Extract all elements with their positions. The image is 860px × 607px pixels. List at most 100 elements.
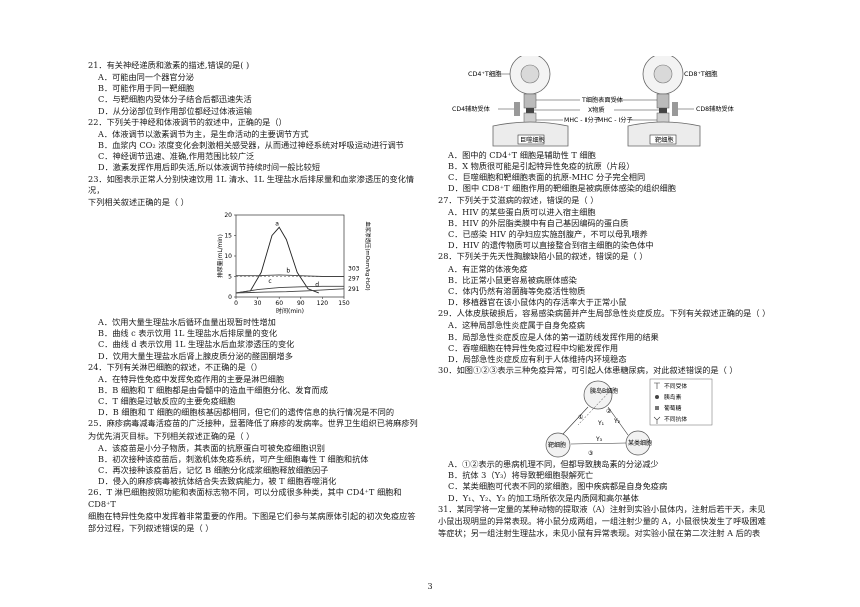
option-d: D．移植器官在该小鼠体内的存活率大于正常小鼠 (448, 297, 627, 308)
option-b: B．局部急性炎症反应是人体的第一道防线发挥作用的结果 (448, 331, 659, 342)
option-c: C．某类细胞可代表不同的浆细胞，图中疾病都是自身免疫病 (448, 481, 668, 492)
series-line-d (235, 288, 345, 294)
option-d: D．图中 CD8⁺T 细胞作用的靶细胞是被病原体感染的组织细胞 (448, 183, 676, 194)
right-column: CD4⁺T细胞 CD8⁺T细胞 T细胞表面受体 X物质 CD4辅助受体 CD8辅… (438, 56, 771, 540)
question-stem-line2: 下列相关叙述正确的是（ ） (88, 196, 189, 207)
question-26-options: A．图中的 CD4⁺T 细胞是辅助性 T 细胞 B．X 物质很可能是引起特异性免… (438, 150, 768, 195)
mhc1-label: MHC - Ⅰ分子 (598, 116, 633, 124)
option-a: A．体液调节以激素调节为主，是生命活动的主要调节方式 (98, 128, 309, 139)
question-stem-line1: 23．如图表示正常人分别快速饮用 1L 清水、1L 生理盐水后排尿量和血浆渗透压… (88, 173, 415, 195)
question-stem: 27．下列关于艾滋病的叙述，错误的是（ ） (438, 194, 599, 205)
x-axis-label: 时间(min) (276, 307, 304, 315)
question-stem: 29．人体皮肤破损后，容易感染病菌并产生局部急性炎症反应。下列有关叙述正确的是（… (438, 308, 771, 319)
antibody-icon (653, 416, 661, 425)
diabetes-immune-diagram: 胰岛B细胞 靶细胞 某类细胞 Y₁ Y₂ Y₃ ① ② ③ 不同受体 胰岛素 葡… (545, 378, 713, 458)
option-c: C．T 细胞是过敏反应的主要免疫细胞 (98, 396, 236, 407)
question-27: 27．下列关于艾滋病的叙述，错误的是（ ） A．HIV 的某些蛋白质可以进入宿主… (438, 195, 768, 252)
question-22: 22．下列关于神经和体液调节的叙述中，正确的是（） A．体液调节以激素调节为主，… (88, 117, 418, 174)
option-d: D．从分泌部位到作用部位都经过体液运输 (98, 105, 252, 116)
question-29: 29．人体皮肤破损后，容易感染病菌并产生局部急性炎症反应。下列有关叙述正确的是（… (438, 308, 771, 365)
insulin-icon (655, 395, 659, 400)
option-d: D．HIV 的遗传物质可以直接整合到宿主细胞的染色体中 (448, 240, 654, 251)
series-label-a: a (275, 220, 279, 227)
x-tick-label: 120 (317, 300, 329, 307)
target-cell-shape (627, 121, 701, 147)
cd8-coreceptor-shape (672, 102, 678, 116)
question-26-stem: 26．T 淋巴细胞按照功能和表面标志物不同，可以分成很多种类，其中 CD4⁺T … (88, 487, 418, 534)
question-28: 28．下列关于先天性胸腺缺陷小鼠的叙述，错误的是（ ） A．有正常的体液免疫 B… (438, 251, 768, 308)
cd4-cell-label: CD4⁺T细胞 (468, 69, 502, 78)
x-substance-shape-2 (659, 108, 667, 113)
glucose-icon (655, 406, 659, 411)
option-a: A．在特异性免疫中发挥免疫作用的主要是淋巴细胞 (98, 373, 285, 384)
y3-label: Y₃ (595, 436, 603, 443)
cd8-cell-label: CD8⁺T细胞 (684, 69, 718, 78)
option-c: C．再次接种该疫苗后，记忆 B 细胞分化成浆细胞释放细胞因子 (98, 465, 329, 476)
x-tick-label: 30 (254, 300, 262, 307)
y-right-axis-label: 血浆渗透压(mOsm/kg·H₂O) (364, 221, 372, 290)
option-a: A．这种局部急性炎症属于自身免疫病 (448, 320, 585, 331)
option-c: C．曲线 d 表示饮用 1L 生理盐水后血浆渗透压的变化 (98, 339, 295, 350)
option-c: C．与靶细胞内受体分子结合后都迅速失活 (98, 94, 252, 105)
question-stem-line1: 25．麻疹病毒减毒活疫苗的广泛接种，显著降低了麻疹的发病率。世界卫生组织已将麻疹… (88, 418, 418, 429)
y2-label: Y₂ (613, 418, 621, 425)
arrow-line (607, 406, 629, 436)
x-tick-label: 60 (275, 300, 283, 307)
x-substance-label: X物质 (588, 106, 605, 114)
option-a: A．该疫苗是小分子物质，其表面的抗原蛋白可被免疫细胞识别 (98, 442, 325, 453)
mhc2-label: MHC - Ⅱ分子 (564, 116, 600, 124)
arrow-line (562, 406, 589, 435)
arrow-line (577, 390, 611, 426)
right-tick-label: 297 (348, 276, 360, 283)
left-column: 21．有关神经递质和激素的描述,错误的是( ) A．可能由同一个器官分泌 B．可… (88, 60, 418, 535)
legend-antibody: 不同抗体 (664, 415, 687, 423)
y-tick-label: 5 (228, 274, 232, 281)
marker-2: ② (606, 408, 612, 415)
question-stem-line2: 为优先消灭目标。下列相关叙述正确的是（ ） (88, 430, 255, 441)
right-tick-label: 303 (348, 265, 360, 272)
y-tick-label: 10 (224, 253, 232, 260)
series-line-a (235, 226, 319, 294)
question-stem-line1: 26．T 淋巴细胞按照功能和表面标志物不同，可以分成很多种类，其中 CD4⁺T … (88, 487, 402, 509)
question-30: 30．如图①②③表示三种免疫异常，可引起人体患糖尿病，对此叙述错误的是（ ） 胰… (438, 365, 768, 504)
series-label-d: d (315, 281, 319, 288)
option-c: C．已感染 HIV 的孕妇应实施剖腹产，不可以母乳喂养 (448, 229, 648, 240)
marker-1: ① (578, 414, 583, 421)
tcr-label: T细胞表面受体 (581, 96, 624, 104)
receptor-icon (654, 382, 660, 390)
series-label-b: b (286, 267, 290, 274)
target-cell-shape (545, 432, 571, 458)
question-25: 25．麻疹病毒减毒活疫苗的广泛接种，显著降低了麻疹的发病率。世界卫生组织已将麻疹… (88, 418, 418, 487)
option-b: B．曲线 c 表示饮用 1L 生理盐水后排尿量的变化 (98, 328, 278, 339)
macrophage-shape (492, 121, 569, 147)
x-tick-label: 90 (297, 300, 305, 307)
macrophage-label-box (517, 134, 545, 145)
question-23: 23．如图表示正常人分别快速饮用 1L 清水、1L 生理盐水后排尿量和血浆渗透压… (88, 174, 418, 362)
question-stem-line2: 小鼠出现明显的异常表现。将小鼠分成两组，一组注射少量的 A，小鼠很快发生了呼吸困… (438, 515, 766, 526)
x-substance-shape (526, 108, 534, 113)
cd4-coreceptor-shape (514, 102, 520, 116)
question-stem-line3: 等症状；另一组注射生理盐水，未见小鼠有异常表现。对实验小鼠在第二次注射 A 后的… (438, 528, 761, 539)
y-tick-label: 15 (224, 233, 232, 240)
cd8-receptor-label: CD8辅助受体 (696, 105, 735, 113)
islet-cell-shape (583, 380, 613, 410)
option-a: A．图中的 CD4⁺T 细胞是辅助性 T 细胞 (448, 150, 596, 160)
question-31: 31．某同学将一定量的某种动物的提取液（A）注射到实验小鼠体内，注射后若干天，未… (438, 504, 768, 539)
option-b: B．比正常小鼠更容易被病原体感染 (448, 274, 577, 285)
question-stem: 24．下列有关淋巴细胞的叙述，不正确的是（） (88, 361, 263, 372)
marker-3: ③ (588, 450, 593, 457)
question-stem: 22．下列关于神经和体液调节的叙述中，正确的是（） (88, 116, 287, 127)
plot-frame (235, 214, 345, 298)
option-c: C．巨噬细胞和靶细胞表面的抗原-MHC 分子完全相同 (448, 172, 646, 183)
legend-box (649, 378, 713, 426)
page-number: 3 (427, 582, 433, 591)
macrophage-label: 巨噬细胞 (520, 136, 545, 144)
option-a: A．饮用大量生理盐水后循环血量出现暂时性增加 (98, 317, 276, 328)
option-c: C．体内仍然有溶菌酶等免疫活性物质 (448, 285, 586, 296)
option-d: D．饮用大量生理盐水后肾上腺皮质分泌的醛固酮增多 (98, 350, 293, 361)
target-cell-label: 靶细胞 (655, 136, 674, 144)
y-axis-label: 排尿量(mL/min) (216, 234, 224, 278)
cd8-nucleus-shape (653, 64, 673, 84)
question-stem-line2: 细胞在特异性免疫中发挥着非常重要的作用。下图是它们参与某病原体引起的初次免疫应答 (88, 510, 416, 521)
